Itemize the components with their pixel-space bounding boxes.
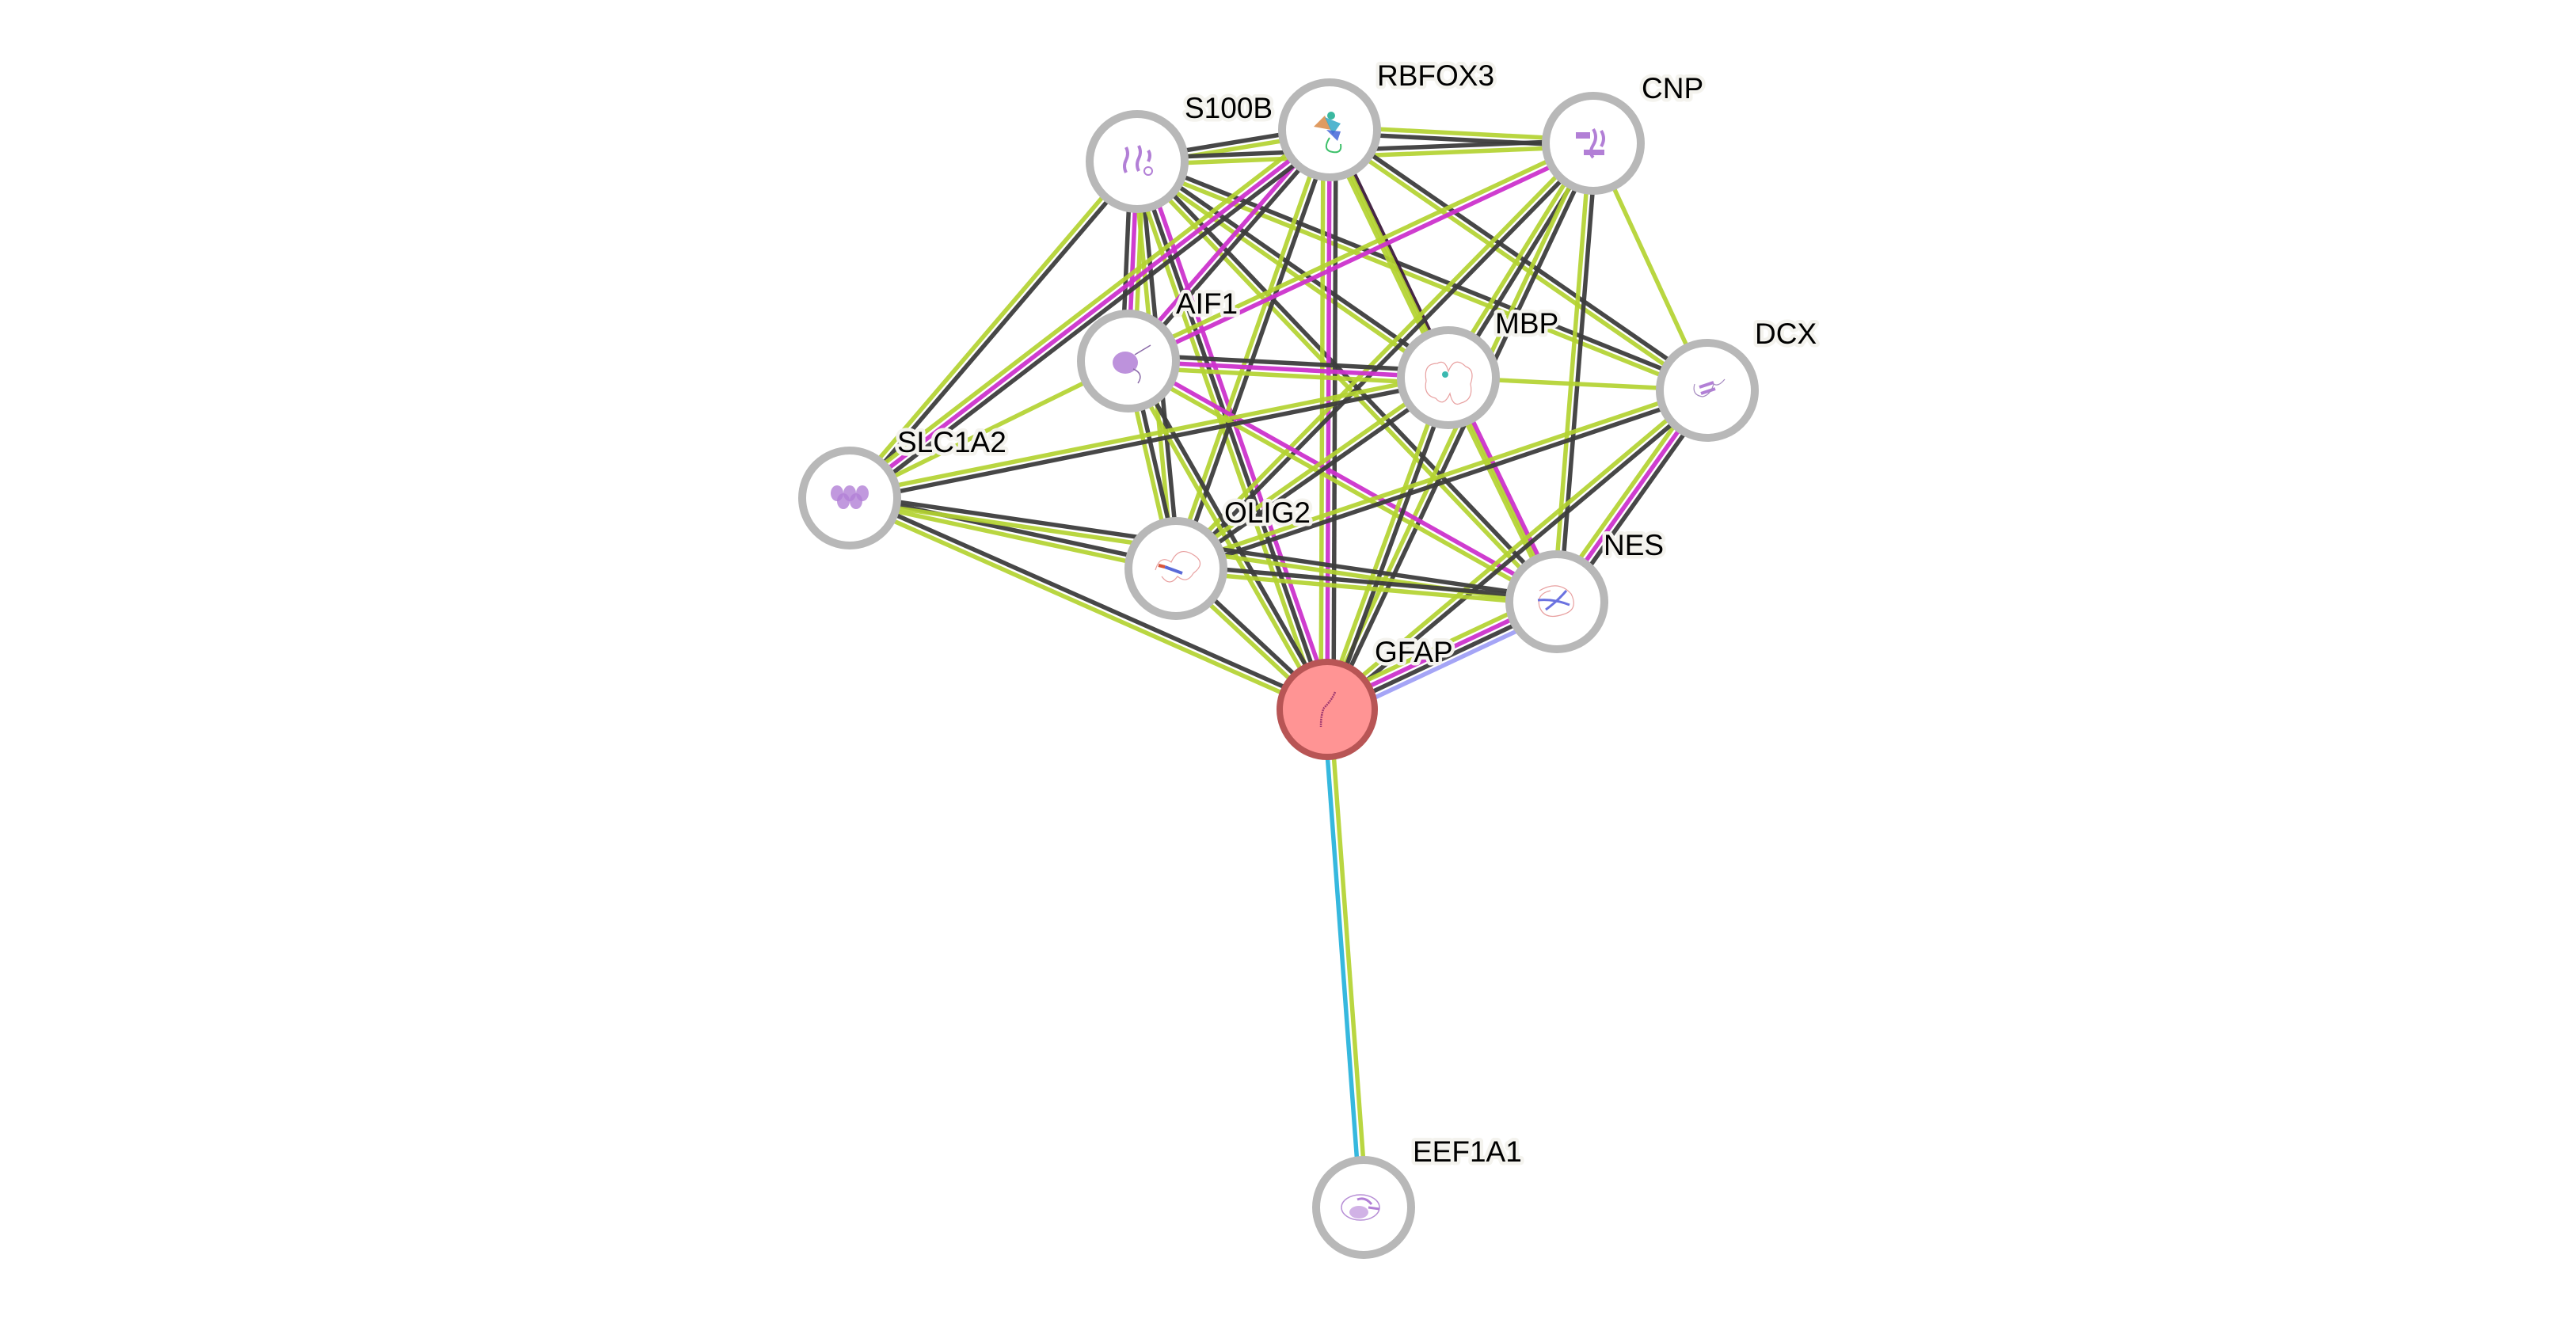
- protein-structure-icon: [831, 485, 869, 509]
- node-label-dcx: DCX: [1755, 317, 1817, 350]
- node-circle[interactable]: [1397, 326, 1500, 429]
- edge-slc1a2-gfap[interactable]: [847, 492, 1330, 715]
- edge-evidence-textmining: [844, 123, 1327, 495]
- node-label-olig2: OLIG2: [1224, 496, 1311, 529]
- edge-evidence-coexpression: [1176, 143, 1597, 572]
- node-label-cnp: CNP: [1642, 72, 1703, 105]
- node-eef1a1[interactable]: [1312, 1156, 1415, 1259]
- edge-evidence-textmining: [1175, 569, 1557, 607]
- node-label-nes: NES: [1604, 529, 1664, 561]
- edge-evidence-coexpression: [1176, 391, 1710, 574]
- edge-cnp-aif1[interactable]: [1126, 138, 1596, 367]
- edge-evidence-coexpression: [852, 133, 1335, 505]
- edge-mbp-olig2[interactable]: [1173, 373, 1452, 573]
- node-circle[interactable]: [1124, 517, 1227, 620]
- edge-evidence-textmining: [1135, 162, 1707, 396]
- edge-cnp-olig2[interactable]: [1172, 139, 1597, 572]
- node-nes[interactable]: [1505, 550, 1608, 653]
- protein-structure-icon: [1113, 344, 1151, 384]
- edge-evidence-coexpression: [1331, 130, 1338, 710]
- edge-evidence-textmining: [1134, 162, 1448, 382]
- edge-evidence-textmining: [848, 372, 1448, 497]
- protein-structure-icon: [1319, 691, 1337, 728]
- edge-evidence-textmining: [1126, 138, 1593, 360]
- node-label-slc1a2: SLC1A2: [897, 426, 1006, 458]
- node-label-eef1a1: EEF1A1: [1413, 1135, 1522, 1168]
- node-label-rbfox3: RBFOX3: [1377, 59, 1494, 92]
- node-gfap[interactable]: [1277, 659, 1378, 760]
- node-label-s100b: S100B: [1185, 92, 1273, 124]
- edge-evidence-textmining: [1174, 385, 1707, 568]
- node-aif1[interactable]: [1077, 310, 1180, 413]
- node-circle[interactable]: [1278, 78, 1381, 181]
- edge-aif1-slc1a2[interactable]: [848, 359, 1130, 500]
- edge-s100b-slc1a2[interactable]: [845, 158, 1142, 502]
- node-mbp[interactable]: [1397, 326, 1500, 429]
- edge-evidence-experiments: [1128, 356, 1560, 601]
- edge-evidence-coexpression: [1177, 130, 1335, 571]
- edge-evidence-textmining: [1125, 362, 1557, 606]
- edge-evidence-textmining: [1322, 375, 1448, 709]
- protein-structure-icon: [1576, 127, 1605, 159]
- edge-aif1-nes[interactable]: [1125, 356, 1560, 606]
- edge-evidence-textmining: [845, 158, 1137, 498]
- edge-evidence-coexpression: [1328, 143, 1599, 712]
- edge-evidence-textmining: [848, 359, 1130, 500]
- edge-evidence-coexpression: [850, 378, 1450, 504]
- edge-evidence-coexpression: [850, 492, 1330, 709]
- protein-structure-icon: [1314, 112, 1342, 154]
- node-cnp[interactable]: [1542, 92, 1645, 195]
- edge-cnp-nes[interactable]: [1551, 143, 1599, 603]
- edge-olig2-nes[interactable]: [1175, 563, 1558, 607]
- node-label-aif1: AIF1: [1176, 287, 1238, 320]
- edge-evidence-coexpression: [1328, 378, 1454, 712]
- node-olig2[interactable]: [1124, 517, 1227, 620]
- edge-evidence-experiments: [848, 127, 1331, 500]
- edge-evidence-databases: [1322, 709, 1363, 1208]
- edge-evidence-coexpression: [850, 492, 1178, 568]
- edge-evidence-coexpression: [1558, 143, 1599, 603]
- protein-structure-icon: [1537, 585, 1574, 617]
- edge-evidence-experiments: [1128, 359, 1449, 380]
- edge-gfap-eef1a1[interactable]: [1322, 709, 1369, 1208]
- edge-evidence-textmining: [1323, 386, 1707, 709]
- edge-evidence-textmining: [1318, 129, 1326, 709]
- edge-mbp-gfap[interactable]: [1322, 375, 1454, 712]
- edge-evidence-coexpression: [1327, 390, 1711, 714]
- protein-structure-icon: [1693, 378, 1726, 397]
- edge-mbp-slc1a2[interactable]: [848, 372, 1450, 504]
- protein-structure-icon: [1155, 550, 1201, 583]
- query-node-circle[interactable]: [1277, 659, 1378, 760]
- edge-evidence-coexpression: [1176, 563, 1558, 601]
- edge-aif1-mbp[interactable]: [1128, 352, 1449, 386]
- node-dcx[interactable]: [1656, 339, 1759, 442]
- node-label-gfap: GFAP: [1375, 636, 1453, 668]
- edge-evidence-textmining: [1172, 139, 1593, 568]
- edge-evidence-textmining: [1173, 373, 1448, 568]
- edge-evidence-textmining: [1128, 365, 1448, 386]
- protein-structure-icon: [1341, 1194, 1380, 1221]
- node-rbfox3[interactable]: [1278, 78, 1381, 181]
- protein-structure-icon: [1425, 361, 1473, 405]
- node-s100b[interactable]: [1086, 110, 1189, 213]
- edge-dcx-gfap[interactable]: [1323, 386, 1711, 714]
- edge-evidence-textmining: [848, 499, 1176, 574]
- edge-slc1a2-olig2[interactable]: [848, 492, 1178, 574]
- edge-evidence-coexpression: [850, 162, 1142, 502]
- edge-evidence-textmining: [1133, 162, 1557, 606]
- edges-layer: [844, 123, 1714, 1208]
- edge-evidence-textmining: [847, 499, 1327, 715]
- protein-structure-icon: [1123, 145, 1153, 176]
- edge-dcx-olig2[interactable]: [1174, 385, 1710, 574]
- edge-evidence-coexpression: [1128, 352, 1449, 374]
- nodes-layer: [798, 78, 1759, 1259]
- edge-evidence-coexpression: [1176, 378, 1452, 573]
- edge-evidence-textmining: [1551, 143, 1592, 602]
- node-slc1a2[interactable]: [798, 447, 901, 549]
- edge-evidence-experiments: [1128, 144, 1596, 367]
- edge-rbfox3-slc1a2[interactable]: [844, 123, 1335, 505]
- edge-evidence-textmining: [1328, 709, 1369, 1207]
- node-label-mbp: MBP: [1495, 307, 1558, 340]
